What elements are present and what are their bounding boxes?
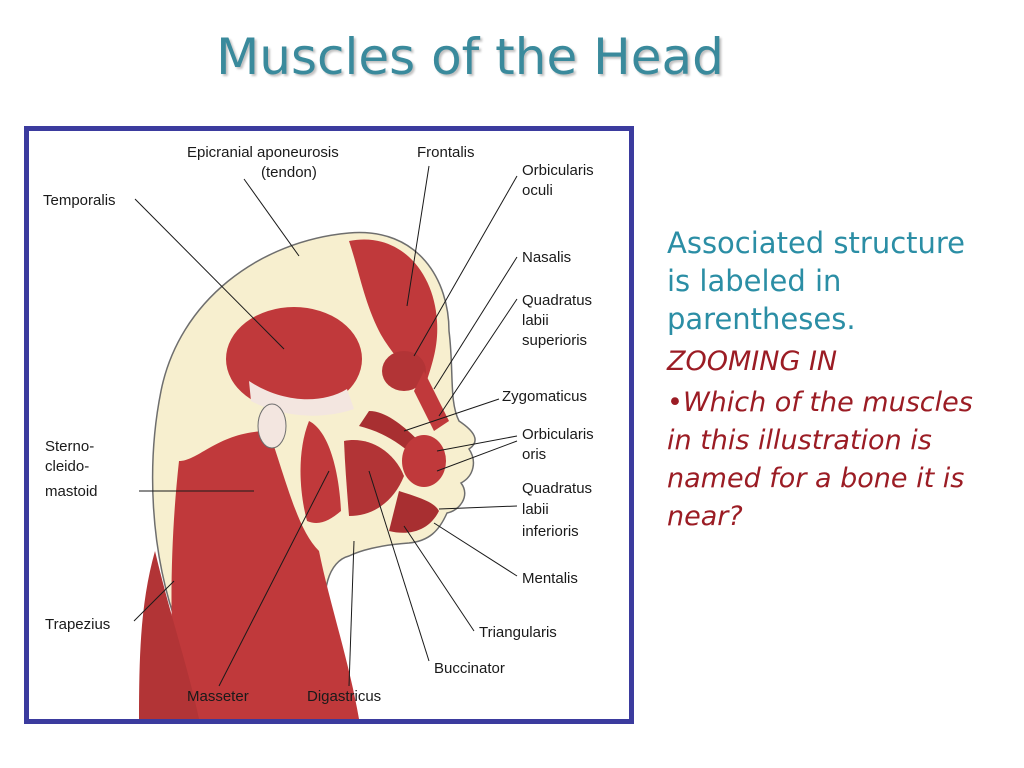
trapezius-shape — [139, 551, 199, 719]
label-orbicularis-oris-1: Orbicularis — [522, 426, 594, 443]
label-temporalis: Temporalis — [43, 192, 116, 209]
diagram-frame: Epicranial aponeurosis (tendon) Frontali… — [24, 126, 634, 724]
label-sterno-1: Sterno- — [45, 438, 94, 455]
leader-zygomaticus — [403, 398, 500, 432]
nasalis-shape — [414, 371, 449, 431]
side-text-panel: Associated structure is labeled in paren… — [667, 224, 997, 536]
zooming-in-heading: ZOOMING IN — [667, 346, 838, 377]
leader-temporalis — [134, 198, 285, 350]
label-epicranial-2: (tendon) — [261, 164, 317, 181]
label-frontalis: Frontalis — [417, 144, 475, 161]
ear-shape — [257, 403, 287, 449]
question-bullet: •Which of the muscles in this illustrati… — [667, 384, 997, 536]
buccinator-shape — [344, 440, 404, 516]
label-buccinator: Buccinator — [434, 660, 505, 677]
label-zygomaticus: Zygomaticus — [502, 388, 587, 405]
leader-masseter — [218, 470, 330, 687]
leader-orbicularis-oris-a — [436, 435, 518, 452]
leader-triangularis — [403, 525, 475, 632]
leader-quadratus-inf — [438, 505, 518, 510]
label-sterno-3: mastoid — [45, 483, 98, 500]
label-nasalis: Nasalis — [522, 249, 571, 266]
label-mentalis: Mentalis — [522, 570, 578, 587]
leader-digastricus — [348, 540, 355, 687]
label-quadratus-sup-3: superioris — [522, 332, 587, 349]
label-masseter: Masseter — [187, 688, 249, 705]
label-quadratus-inf-1: Quadratus — [522, 480, 592, 497]
temporalis-shape — [226, 307, 362, 411]
question-text: Which of the muscles in this illustratio… — [667, 387, 973, 532]
label-triangularis: Triangularis — [479, 624, 557, 641]
label-quadratus-sup-1: Quadratus — [522, 292, 592, 309]
label-quadratus-sup-2: labii — [522, 312, 549, 329]
label-trapezius: Trapezius — [45, 616, 110, 633]
label-digastricus: Digastricus — [307, 688, 381, 705]
leader-orbicularis-oris-b — [436, 440, 518, 472]
orbicularis-oculi-shape — [382, 351, 426, 391]
masseter-shape — [300, 421, 341, 523]
label-epicranial-1: Epicranial aponeurosis — [187, 144, 339, 161]
leader-quadratus-sup — [438, 298, 518, 417]
bullet-glyph: • — [667, 387, 683, 418]
neck-shape — [171, 431, 359, 719]
label-orbicularis-oris-2: oris — [522, 446, 546, 463]
label-orbicularis-oculi-1: Orbicularis — [522, 162, 594, 179]
leader-trapezius — [133, 580, 175, 622]
orbicularis-oris-shape — [402, 435, 446, 487]
leader-mentalis — [433, 522, 518, 577]
leader-buccinator — [368, 470, 430, 662]
label-sterno-2: cleido- — [45, 458, 89, 475]
chin-muscles-shape — [389, 491, 439, 533]
leader-epicranial — [243, 178, 300, 257]
leader-frontalis — [406, 165, 430, 307]
label-quadratus-inf-2: labii — [522, 501, 549, 518]
slide-title: Muscles of the Head — [216, 28, 724, 86]
label-quadratus-inf-3: inferioris — [522, 523, 579, 540]
head-muscles-illustration: Epicranial aponeurosis (tendon) Frontali… — [43, 144, 594, 719]
leader-orbicularis-oculi — [413, 175, 518, 357]
label-orbicularis-oculi-2: oculi — [522, 182, 553, 199]
leader-nasalis — [433, 256, 518, 390]
associated-structure-note: Associated structure is labeled in paren… — [667, 226, 966, 336]
